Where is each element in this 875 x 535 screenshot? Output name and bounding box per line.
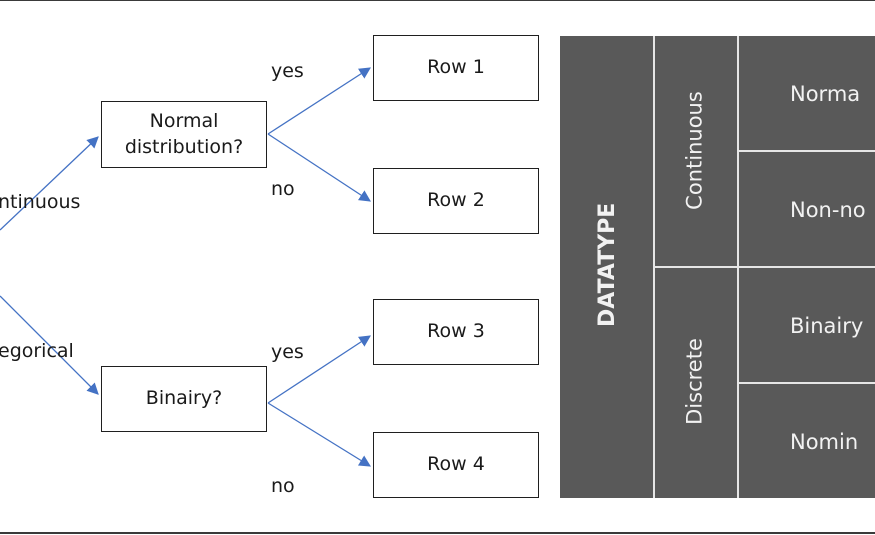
normal-distribution-question-box: Normal distribution? xyxy=(101,101,267,168)
datatype-table: DATATYPE Continuous Discrete Norma Non-n… xyxy=(560,36,875,498)
row2-box: Row 2 xyxy=(373,168,539,234)
row3-label: Row 3 xyxy=(427,320,485,343)
branch-label-categorical: egorical xyxy=(0,340,74,362)
no-label-bottom: no xyxy=(271,475,295,497)
table-divider-h-middle xyxy=(653,266,875,268)
arrow-to-row2 xyxy=(267,133,371,202)
arrow-to-row3 xyxy=(267,335,371,404)
bottom-border xyxy=(0,532,875,534)
normal-question-line1: Normal xyxy=(149,109,219,132)
cell-binairy: Binairy xyxy=(790,314,864,338)
yes-label-bottom: yes xyxy=(271,341,304,363)
table-divider-h-upper xyxy=(737,150,875,152)
row4-box: Row 4 xyxy=(373,432,539,498)
datatype-header: DATATYPE xyxy=(595,202,620,327)
binairy-question-text: Binairy? xyxy=(145,387,223,410)
cell-normal: Norma xyxy=(790,82,861,106)
yes-label-top: yes xyxy=(271,60,304,82)
normal-question-line2: distribution? xyxy=(124,135,244,158)
discrete-header: Discrete xyxy=(682,338,707,425)
binairy-question-box: Binairy? xyxy=(101,366,267,432)
no-label-top: no xyxy=(271,178,295,200)
continuous-header: Continuous xyxy=(682,91,707,210)
row1-label: Row 1 xyxy=(427,56,485,79)
branch-label-continuous: ntinuous xyxy=(0,191,81,213)
row1-box: Row 1 xyxy=(373,35,539,101)
arrow-to-binairy-question xyxy=(0,295,99,395)
row2-label: Row 2 xyxy=(427,189,485,212)
arrow-to-row1 xyxy=(267,67,371,135)
cell-nominal: Nomin xyxy=(790,430,859,454)
row4-label: Row 4 xyxy=(427,453,485,476)
top-border xyxy=(0,0,875,1)
table-divider-h-lower xyxy=(737,382,875,384)
arrow-to-normal-question xyxy=(0,136,99,231)
cell-non-normal: Non-no xyxy=(790,198,866,222)
row3-box: Row 3 xyxy=(373,299,539,365)
arrow-to-row4 xyxy=(267,402,371,467)
